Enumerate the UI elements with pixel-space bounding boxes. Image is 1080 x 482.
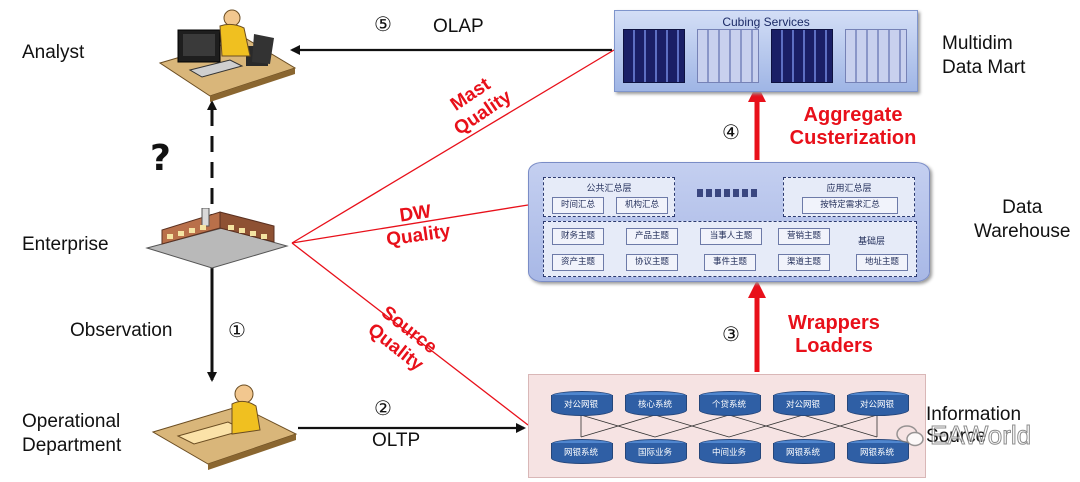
step-3-marker: ③	[722, 322, 740, 346]
finance-topic-box: 财务主题	[552, 228, 604, 245]
source-db-bottom-4: 网银系统	[773, 439, 835, 465]
information-source-panel: 对公网银 核心系统 个贷系统 对公网银 对公网银 网银系统 国际业务 中间业务 …	[528, 374, 926, 478]
cubing-services-panel: Cubing Services	[614, 10, 918, 92]
data-cube-dark-1	[623, 29, 685, 83]
source-db-top-3-label: 个贷系统	[711, 400, 746, 410]
event-topic-box: 事件主题	[704, 254, 756, 271]
asset-topic-box: 资产主题	[552, 254, 604, 271]
info-label-line2: Source	[926, 426, 987, 447]
observation-label: Observation	[70, 320, 173, 341]
layer-flow-arrow	[697, 189, 759, 197]
address-topic-box: 地址主题	[856, 254, 908, 271]
mast-quality-line	[291, 49, 615, 244]
source-links	[580, 414, 878, 438]
source-db-top-3: 个贷系统	[699, 391, 761, 417]
source-db-bottom-3-label: 中间业务	[711, 448, 746, 458]
base-layer-box: 基础层 财务主题 产品主题 当事人主题 营销主题 资产主题 协议主题 事件主题 …	[543, 221, 917, 277]
source-db-bottom-2: 国际业务	[625, 439, 687, 465]
wrappers-loaders-label: Wrappers Loaders	[772, 312, 896, 358]
public-layer-title: 公共汇总层	[586, 184, 632, 194]
watermark-text: EAWorld	[929, 420, 1032, 451]
multidim-line1: Multidim	[942, 33, 1013, 54]
analyst-workstation-icon	[158, 9, 297, 102]
cubing-services-title: Cubing Services	[722, 15, 810, 29]
source-db-bottom-5: 网银系统	[847, 439, 909, 465]
olap-label: OLAP	[433, 16, 484, 37]
wrappers-line1: Wrappers	[788, 312, 880, 334]
information-source-label: Information Source	[926, 404, 1021, 448]
enterprise-factory-icon	[145, 208, 289, 269]
agreement-topic-box: 协议主题	[626, 254, 678, 271]
channel-topic-box: 渠道主题	[778, 254, 830, 271]
source-db-top-5-label: 对公网银	[859, 400, 894, 410]
data-cube-light-1	[697, 29, 759, 83]
source-db-bottom-1-label: 网银系统	[563, 448, 598, 458]
public-layer-box: 公共汇总层 时间汇总 机构汇总	[543, 177, 675, 217]
time-summary-box: 时间汇总	[552, 197, 604, 214]
enterprise-label: Enterprise	[22, 234, 109, 255]
source-db-top-4: 对公网银	[773, 391, 835, 417]
source-db-bottom-4-label: 网银系统	[785, 448, 820, 458]
aggregate-line2: Custerization	[789, 127, 917, 149]
source-db-bottom-3: 中间业务	[699, 439, 761, 465]
step-4-marker: ④	[722, 120, 740, 144]
info-label-line1: Information	[926, 404, 1022, 425]
oltp-label: OLTP	[372, 430, 421, 451]
source-db-top-4-label: 对公网银	[785, 400, 820, 410]
source-db-top-2-label: 核心系统	[637, 400, 672, 410]
base-layer-title: 基础层	[858, 237, 886, 247]
party-topic-box: 当事人主题	[700, 228, 762, 245]
dw-label-line1: Data	[1002, 197, 1043, 218]
wrappers-line2: Loaders	[795, 335, 873, 357]
product-topic-box: 产品主题	[626, 228, 678, 245]
org-summary-box: 机构汇总	[616, 197, 668, 214]
operational-department-label: Operational Department	[22, 411, 122, 456]
analyst-label: Analyst	[22, 42, 85, 63]
multidim-line2: Data Mart	[942, 57, 1026, 78]
question-mark: ?	[150, 138, 171, 179]
watermark: EAWorld	[896, 420, 1032, 451]
aggregate-line1: Aggregate	[803, 104, 903, 126]
source-db-bottom-1: 网银系统	[551, 439, 613, 465]
marketing-topic-box: 营销主题	[778, 228, 830, 245]
multidim-data-mart-label: Multidim Data Mart	[942, 32, 1025, 80]
source-quality-line	[291, 242, 529, 426]
data-warehouse-panel: 公共汇总层 时间汇总 机构汇总 应用汇总层 按特定需求汇总 基础层 财务主题 产…	[528, 162, 930, 282]
step-1-marker: ①	[228, 318, 246, 342]
source-db-bottom-5-label: 网银系统	[859, 448, 894, 458]
source-db-top-1-label: 对公网银	[563, 400, 598, 410]
source-db-bottom-2-label: 国际业务	[637, 448, 672, 458]
operational-desk-icon	[151, 384, 298, 470]
source-db-top-2: 核心系统	[625, 391, 687, 417]
data-cube-dark-2	[771, 29, 833, 83]
demand-summary-box: 按特定需求汇总	[802, 197, 898, 214]
dw-quality-line	[291, 204, 529, 244]
data-cube-light-2	[845, 29, 907, 83]
step-2-marker: ②	[374, 396, 392, 420]
wechat-icon	[896, 424, 924, 446]
aggregate-custerization-label: Aggregate Custerization	[778, 104, 928, 150]
data-warehouse-label: Data Warehouse	[974, 196, 1070, 244]
app-layer-box: 应用汇总层 按特定需求汇总	[783, 177, 915, 217]
dw-label-line2: Warehouse	[974, 221, 1071, 242]
source-db-top-5: 对公网银	[847, 391, 909, 417]
app-layer-title: 应用汇总层	[826, 184, 872, 194]
step-5-marker: ⑤	[374, 12, 392, 36]
source-db-top-1: 对公网银	[551, 391, 613, 417]
